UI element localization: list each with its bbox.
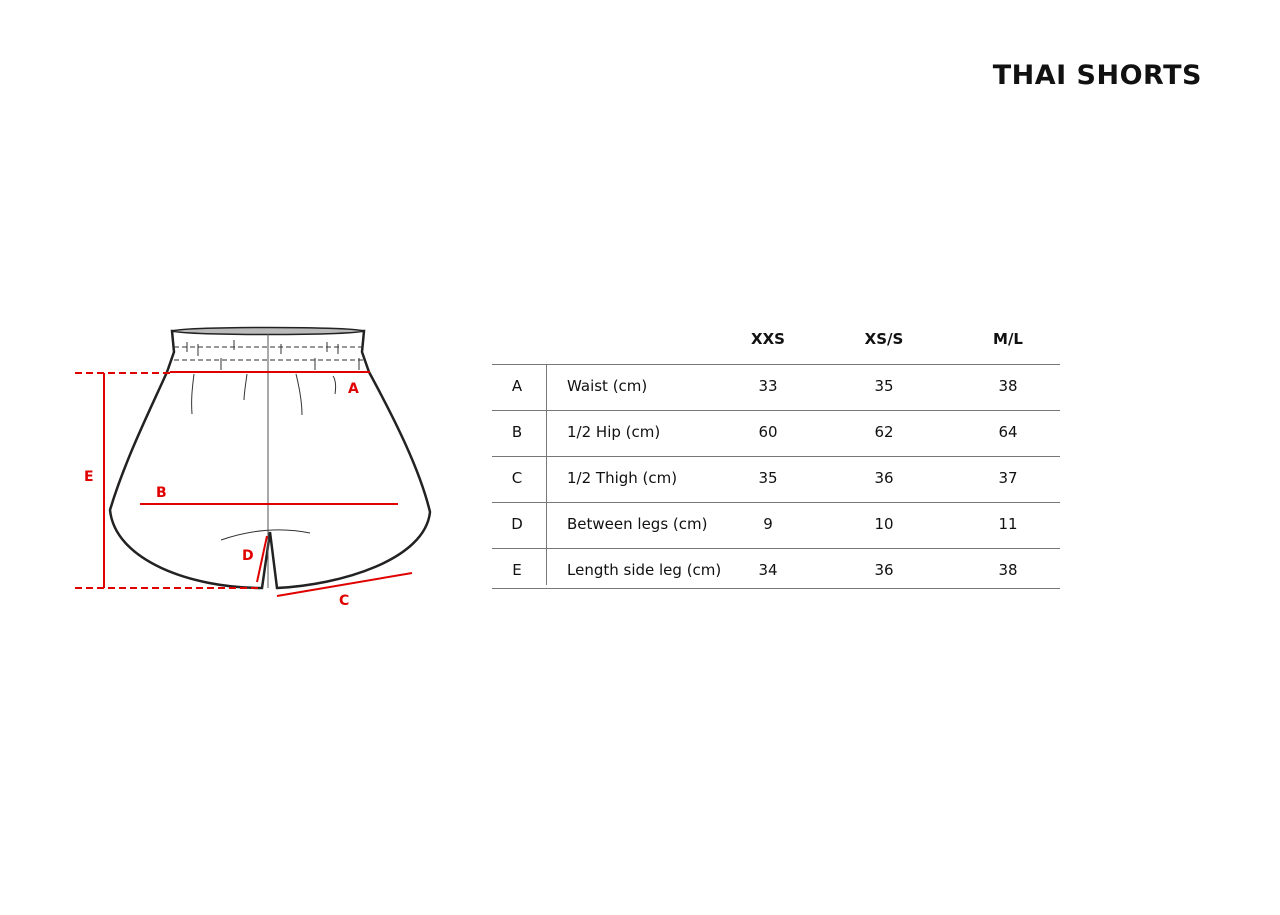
cell-value: 33 (758, 377, 778, 395)
measure-lines (75, 371, 413, 597)
column-divider (546, 364, 547, 585)
table-header: XXS XS/S M/L (492, 320, 1060, 365)
row-key: B (511, 423, 523, 441)
shorts-outline (108, 329, 432, 590)
row-key: A (511, 377, 523, 395)
cell-value: 62 (874, 423, 894, 441)
label-a: A (348, 381, 359, 397)
cell-value: 64 (998, 423, 1018, 441)
cell-value: 11 (998, 515, 1018, 533)
column-header: XXS (751, 330, 785, 348)
waistband-opening (172, 326, 364, 336)
cell-value: 38 (998, 561, 1018, 579)
table-row: B 1/2 Hip (cm) 60 62 64 (492, 411, 1060, 457)
label-c: C (339, 593, 349, 609)
cell-value: 60 (758, 423, 778, 441)
cell-value: 37 (998, 469, 1018, 487)
page-title: THAI SHORTS (992, 60, 1202, 91)
row-label: Waist (cm) (567, 377, 648, 395)
row-label: 1/2 Thigh (cm) (567, 469, 678, 487)
row-label: 1/2 Hip (cm) (567, 423, 661, 441)
row-key: E (512, 561, 522, 579)
cell-value: 36 (874, 561, 894, 579)
cell-value: 9 (763, 515, 773, 533)
cell-value: 35 (758, 469, 778, 487)
cell-value: 34 (758, 561, 778, 579)
stitching (174, 334, 365, 588)
table-row: C 1/2 Thigh (cm) 35 36 37 (492, 457, 1060, 503)
cell-value: 10 (874, 515, 894, 533)
row-key: C (511, 469, 523, 487)
row-label: Between legs (cm) (567, 515, 708, 533)
label-e: E (84, 469, 94, 485)
table-row: E Length side leg (cm) 34 36 38 (492, 549, 1060, 589)
table-row: D Between legs (cm) 9 10 11 (492, 503, 1060, 549)
row-key: D (511, 515, 523, 533)
table-row: A Waist (cm) 33 35 38 (492, 365, 1060, 411)
cell-value: 36 (874, 469, 894, 487)
cell-value: 38 (998, 377, 1018, 395)
cell-value: 35 (874, 377, 894, 395)
label-b: B (156, 485, 167, 501)
column-header: XS/S (864, 330, 904, 348)
column-header: M/L (993, 330, 1023, 348)
label-d: D (242, 548, 254, 564)
row-label: Length side leg (cm) (567, 561, 722, 579)
